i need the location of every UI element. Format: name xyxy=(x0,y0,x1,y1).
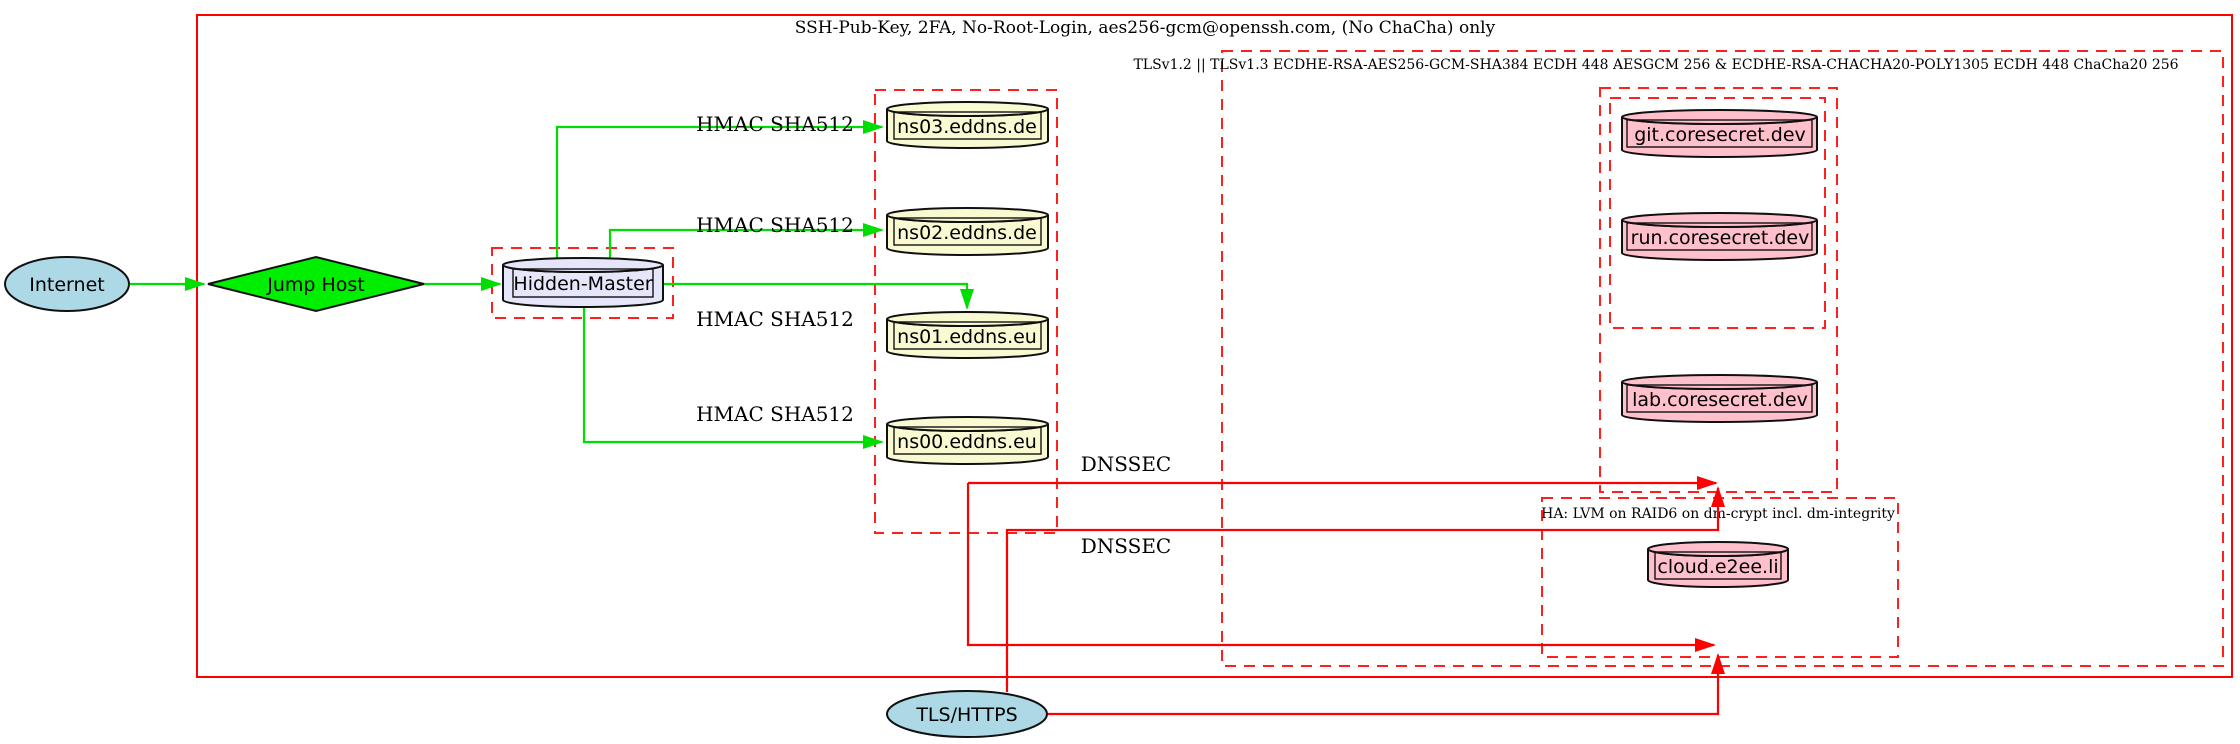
hidden-master-label-box xyxy=(512,268,654,298)
coresecret-outer-cluster-box xyxy=(1599,87,1838,493)
edge-tlshttps-ha xyxy=(1047,653,1725,716)
jump-host-diamond xyxy=(207,255,425,313)
git-cylinder-top xyxy=(1621,109,1818,125)
ssh-cluster-label: SSH-Pub-Key, 2FA, No-Root-Login, aes256-… xyxy=(795,18,1496,38)
edge-label-hmac-1: HMAC SHA512 xyxy=(696,112,854,136)
git-label-box xyxy=(1626,119,1813,148)
ns02-label: ns02.eddns.de xyxy=(897,222,1037,244)
jump-host-label: Jump Host xyxy=(266,274,365,296)
node-lab-coresecret: lab.coresecret.dev xyxy=(1621,374,1818,423)
ns03-label-box xyxy=(893,111,1042,140)
node-cloud-e2ee: cloud.e2ee.li xyxy=(1647,541,1789,588)
ns03-label: ns03.eddns.de xyxy=(897,116,1037,138)
edge-label-hmac-4: HMAC SHA512 xyxy=(696,402,854,426)
run-label: run.coresecret.dev xyxy=(1631,227,1810,249)
node-git-coresecret: git.coresecret.dev xyxy=(1621,109,1818,158)
ns01-label: ns01.eddns.eu xyxy=(897,326,1037,348)
ns01-label-box xyxy=(893,321,1042,350)
run-label-box xyxy=(1626,222,1813,251)
edge-label-hmac-2: HMAC SHA512 xyxy=(696,213,854,237)
ns01-cylinder-top xyxy=(886,311,1049,327)
node-ns01: ns01.eddns.eu xyxy=(886,311,1049,359)
hidden-master-label: Hidden-Master xyxy=(513,273,652,295)
edge-label-hmac-3: HMAC SHA512 xyxy=(696,307,854,331)
ns00-label: ns00.eddns.eu xyxy=(897,431,1037,453)
ns00-label-box xyxy=(893,426,1042,455)
ns02-label-box xyxy=(893,217,1042,246)
edge-hiddenmaster-ns00 xyxy=(582,307,884,449)
node-internet: Internet xyxy=(4,256,130,312)
internet-ellipse xyxy=(4,256,130,312)
ns03-cylinder-top xyxy=(886,101,1049,117)
internet-label: Internet xyxy=(29,274,104,296)
lab-cylinder-top xyxy=(1621,374,1818,390)
node-ns00: ns00.eddns.eu xyxy=(886,416,1049,465)
edge-label-dnssec-2: DNSSEC xyxy=(1081,534,1172,558)
node-run-coresecret: run.coresecret.dev xyxy=(1621,212,1818,261)
edge-hiddenmaster-ns01 xyxy=(663,282,974,310)
node-hidden-master: Hidden-Master xyxy=(502,257,664,308)
node-ns02: ns02.eddns.de xyxy=(886,207,1049,256)
tls-https-label: TLS/HTTPS xyxy=(915,704,1017,726)
hidden-master-cylinder-top xyxy=(502,257,664,273)
edge-hiddenmaster-ns03 xyxy=(555,120,884,259)
edge-tlshttps-coresecret xyxy=(1005,486,1725,692)
run-cylinder-top xyxy=(1621,212,1818,228)
edge-dns-ha-dnssec xyxy=(966,483,1716,652)
git-label: git.coresecret.dev xyxy=(1634,124,1806,146)
cloud-label: cloud.e2ee.li xyxy=(1657,556,1778,578)
node-jump-host: Jump Host xyxy=(207,255,425,313)
tls-https-ellipse xyxy=(886,690,1048,738)
ns00-cylinder-top xyxy=(886,416,1049,432)
ssh-cluster-box xyxy=(196,14,2233,678)
cloud-label-box xyxy=(1654,551,1782,580)
node-tls-https: TLS/HTTPS xyxy=(886,690,1048,738)
node-ns03: ns03.eddns.de xyxy=(886,101,1049,149)
lab-label: lab.coresecret.dev xyxy=(1632,389,1808,411)
edge-hiddenmaster-ns02 xyxy=(608,223,884,259)
lab-label-box xyxy=(1626,384,1813,413)
cloud-cylinder-top xyxy=(1647,541,1789,557)
dns-cluster-box xyxy=(874,89,1058,534)
edge-label-dnssec-1: DNSSEC xyxy=(1081,452,1172,476)
tls-cluster-label: TLSv1.2 || TLSv1.3 ECDHE-RSA-AES256-GCM-… xyxy=(1133,57,2178,73)
ns02-cylinder-top xyxy=(886,207,1049,223)
coresecret-inner-cluster-box xyxy=(1609,97,1826,329)
